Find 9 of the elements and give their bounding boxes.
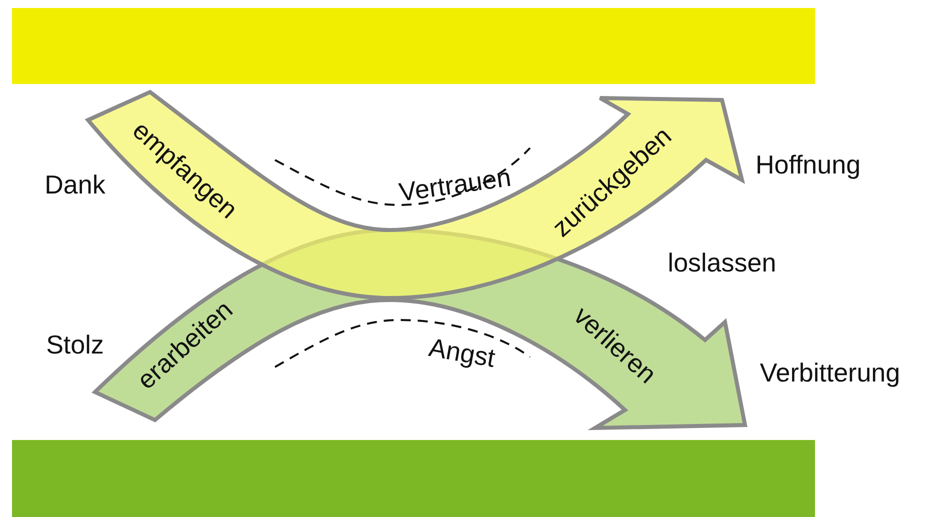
- word-label: Vertrauen: [397, 162, 513, 208]
- word-label: Stolz: [46, 330, 104, 360]
- color-band: [12, 440, 815, 517]
- word-label: Verbitterung: [760, 358, 900, 388]
- color-band: [12, 8, 815, 84]
- word-label: Angst: [426, 332, 498, 374]
- word-label: loslassen: [668, 248, 776, 278]
- word-label: Dank: [44, 170, 106, 200]
- word-label: Hoffnung: [755, 150, 861, 180]
